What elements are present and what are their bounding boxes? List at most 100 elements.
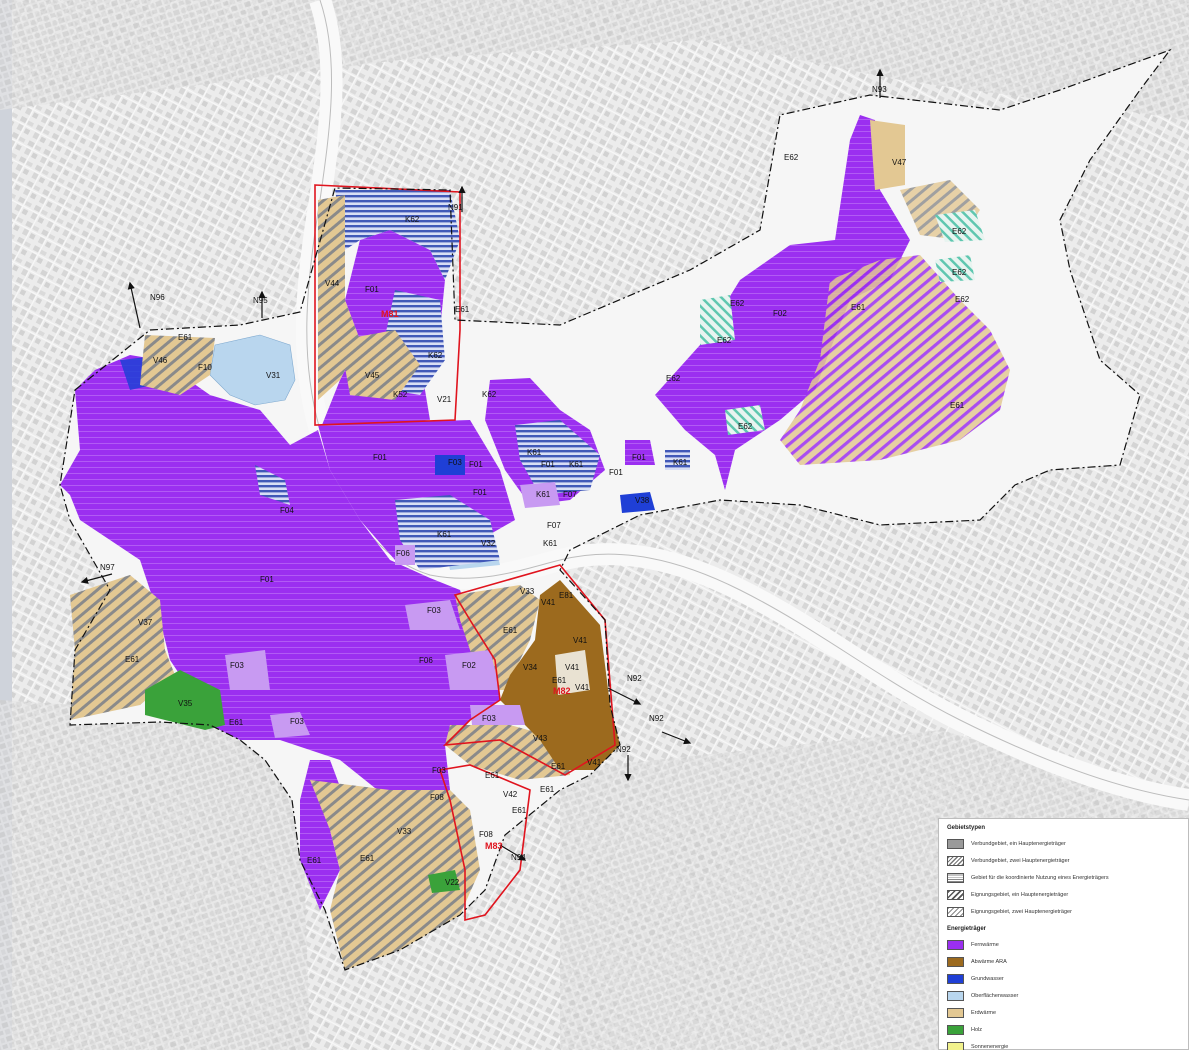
zone-erdwaerme-v37[interactable] bbox=[70, 575, 175, 720]
zone-label-k61: K61 bbox=[569, 460, 584, 469]
zone-label-f06: F06 bbox=[419, 656, 433, 665]
direction-arrowhead-n93 bbox=[876, 68, 884, 77]
zone-label-v37: V37 bbox=[138, 618, 153, 627]
sector-m82-outline[interactable] bbox=[442, 564, 616, 776]
legend-gebietstyp-row: Verbundgebiet, zwei Hauptenergieträger bbox=[947, 854, 1180, 868]
zone-label-e61: E61 bbox=[360, 854, 375, 863]
zone-label-f01: F01 bbox=[541, 460, 555, 469]
zone-label-v22: V22 bbox=[445, 878, 460, 887]
zone-label-v46: V46 bbox=[153, 356, 168, 365]
zone-fernwaerme-small[interactable] bbox=[625, 440, 655, 465]
zone-label-e61: E61 bbox=[552, 676, 567, 685]
legend-swatch-sonnenenergie bbox=[947, 1042, 964, 1050]
legend-swatch bbox=[947, 907, 964, 917]
zone-e62-3[interactable] bbox=[700, 295, 735, 345]
background-blocks-southwest bbox=[0, 700, 310, 1050]
zone-e62-2[interactable] bbox=[935, 255, 975, 282]
zone-e62-4[interactable] bbox=[725, 405, 765, 435]
zone-label-v33: V33 bbox=[520, 587, 535, 596]
legend-gebietstyp-row: Gebiet für die koordinierte Nutzung eine… bbox=[947, 871, 1180, 885]
zone-erdwaerme-e61-east[interactable] bbox=[780, 255, 1010, 465]
legend-label: Oberflächenwasser bbox=[971, 993, 1019, 999]
legend-energietraeger-row: Erdwärme bbox=[947, 1006, 1180, 1020]
zone-grundwasser-k61-east[interactable] bbox=[515, 420, 600, 495]
zone-label-e61: E61 bbox=[125, 655, 140, 664]
legend-label: Verbundgebiet, zwei Hauptenergieträger bbox=[971, 858, 1070, 864]
zone-label-f03: F03 bbox=[432, 766, 446, 775]
zone-label-v31: V31 bbox=[266, 371, 281, 380]
zone-fernwaerme-f07[interactable] bbox=[520, 482, 560, 508]
zone-holz-v35[interactable] bbox=[145, 670, 225, 730]
zone-grundwasser-k61-small[interactable] bbox=[665, 450, 690, 470]
legend-energietraeger-row: Oberflächenwasser bbox=[947, 989, 1180, 1003]
zone-erdwaerme-v33[interactable] bbox=[310, 780, 480, 970]
direction-arrowhead-n94 bbox=[518, 853, 527, 861]
legend-label: Abwärme ARA bbox=[971, 959, 1007, 965]
zone-fernwaerme-f03-mid[interactable] bbox=[405, 600, 460, 630]
zone-label-n95: N95 bbox=[253, 296, 268, 305]
zone-label-e81: E81 bbox=[559, 591, 574, 600]
zone-label-f03: F03 bbox=[230, 661, 244, 670]
zone-label-e62: E62 bbox=[666, 374, 681, 383]
zone-label-n91: N91 bbox=[448, 203, 463, 212]
sector-m81-outline[interactable] bbox=[314, 184, 461, 426]
zone-erdwaerme-v47[interactable] bbox=[870, 120, 905, 190]
direction-arrow-n96 bbox=[129, 282, 141, 329]
zone-label-k62: K62 bbox=[482, 390, 497, 399]
zone-label-n94: N94 bbox=[511, 853, 526, 862]
zone-label-n92: N92 bbox=[627, 674, 642, 683]
zone-fernwaerme-f03-south[interactable] bbox=[270, 712, 310, 738]
zone-label-e62: E62 bbox=[952, 227, 967, 236]
zone-grundwasser-f03[interactable] bbox=[435, 455, 465, 475]
zone-label-v41: V41 bbox=[565, 663, 580, 672]
direction-arrowhead-n92 bbox=[633, 698, 642, 705]
zone-label-e61: E61 bbox=[851, 303, 866, 312]
legend-label: Eignungsgebiet, ein Hauptenergieträger bbox=[971, 892, 1069, 898]
zone-label-f07: F07 bbox=[563, 490, 577, 499]
zone-grundwasser-k61[interactable] bbox=[395, 495, 500, 570]
zone-label-e61: E61 bbox=[229, 718, 244, 727]
zone-grundwasser-f04[interactable] bbox=[255, 465, 290, 505]
zone-label-m81: M81 bbox=[381, 309, 399, 319]
zone-fernwaerme-f03-west[interactable] bbox=[225, 650, 270, 690]
zone-label-k61: K61 bbox=[437, 530, 452, 539]
zone-grundwasser-v38[interactable] bbox=[620, 492, 655, 513]
legend-swatch bbox=[947, 873, 964, 883]
zone-fernwaerme-northeast[interactable] bbox=[655, 115, 910, 490]
zone-label-n96: N96 bbox=[150, 293, 165, 302]
zone-erdwaerme-v45[interactable] bbox=[340, 330, 420, 400]
direction-arrowhead-n91 bbox=[458, 185, 466, 194]
zone-label-e61: E61 bbox=[178, 333, 193, 342]
zone-label-f01: F01 bbox=[260, 575, 274, 584]
zone-e62-1[interactable] bbox=[935, 210, 985, 242]
zone-label-k61: K61 bbox=[673, 458, 688, 467]
zone-erdwaerme-f10[interactable] bbox=[140, 335, 215, 395]
zone-label-e61: E61 bbox=[540, 785, 555, 794]
direction-arrowhead-n97 bbox=[80, 577, 89, 584]
legend-label: Sonnenenergie bbox=[971, 1044, 1009, 1050]
legend-swatch-holz bbox=[947, 1025, 964, 1035]
zone-oberflaechenwasser-v31[interactable] bbox=[209, 334, 296, 406]
zone-label-v44: V44 bbox=[325, 279, 340, 288]
zone-grundwasser-k62-north[interactable] bbox=[335, 190, 460, 280]
legend-energietraeger-row: Holz bbox=[947, 1023, 1180, 1037]
zone-fernwaerme-f06[interactable] bbox=[395, 545, 415, 565]
zone-fernwaerme-west[interactable] bbox=[60, 355, 500, 800]
zone-label-v42: V42 bbox=[503, 790, 518, 799]
legend-swatch bbox=[947, 890, 964, 900]
zone-label-f03: F03 bbox=[448, 458, 462, 467]
sector-m83-outline[interactable] bbox=[438, 764, 531, 922]
zone-holz-v22[interactable] bbox=[428, 870, 460, 893]
legend-swatch-abwaerme bbox=[947, 957, 964, 967]
zone-label-k52: K52 bbox=[393, 390, 408, 399]
zone-label-n92: N92 bbox=[616, 745, 631, 754]
zone-label-f01: F01 bbox=[365, 285, 379, 294]
zone-label-f02: F02 bbox=[462, 661, 476, 670]
legend-label: Grundwasser bbox=[971, 976, 1004, 982]
zone-label-e61: E61 bbox=[503, 626, 518, 635]
zone-fernwaerme-f02-south[interactable] bbox=[445, 650, 500, 690]
zone-label-k61: K61 bbox=[527, 448, 542, 457]
